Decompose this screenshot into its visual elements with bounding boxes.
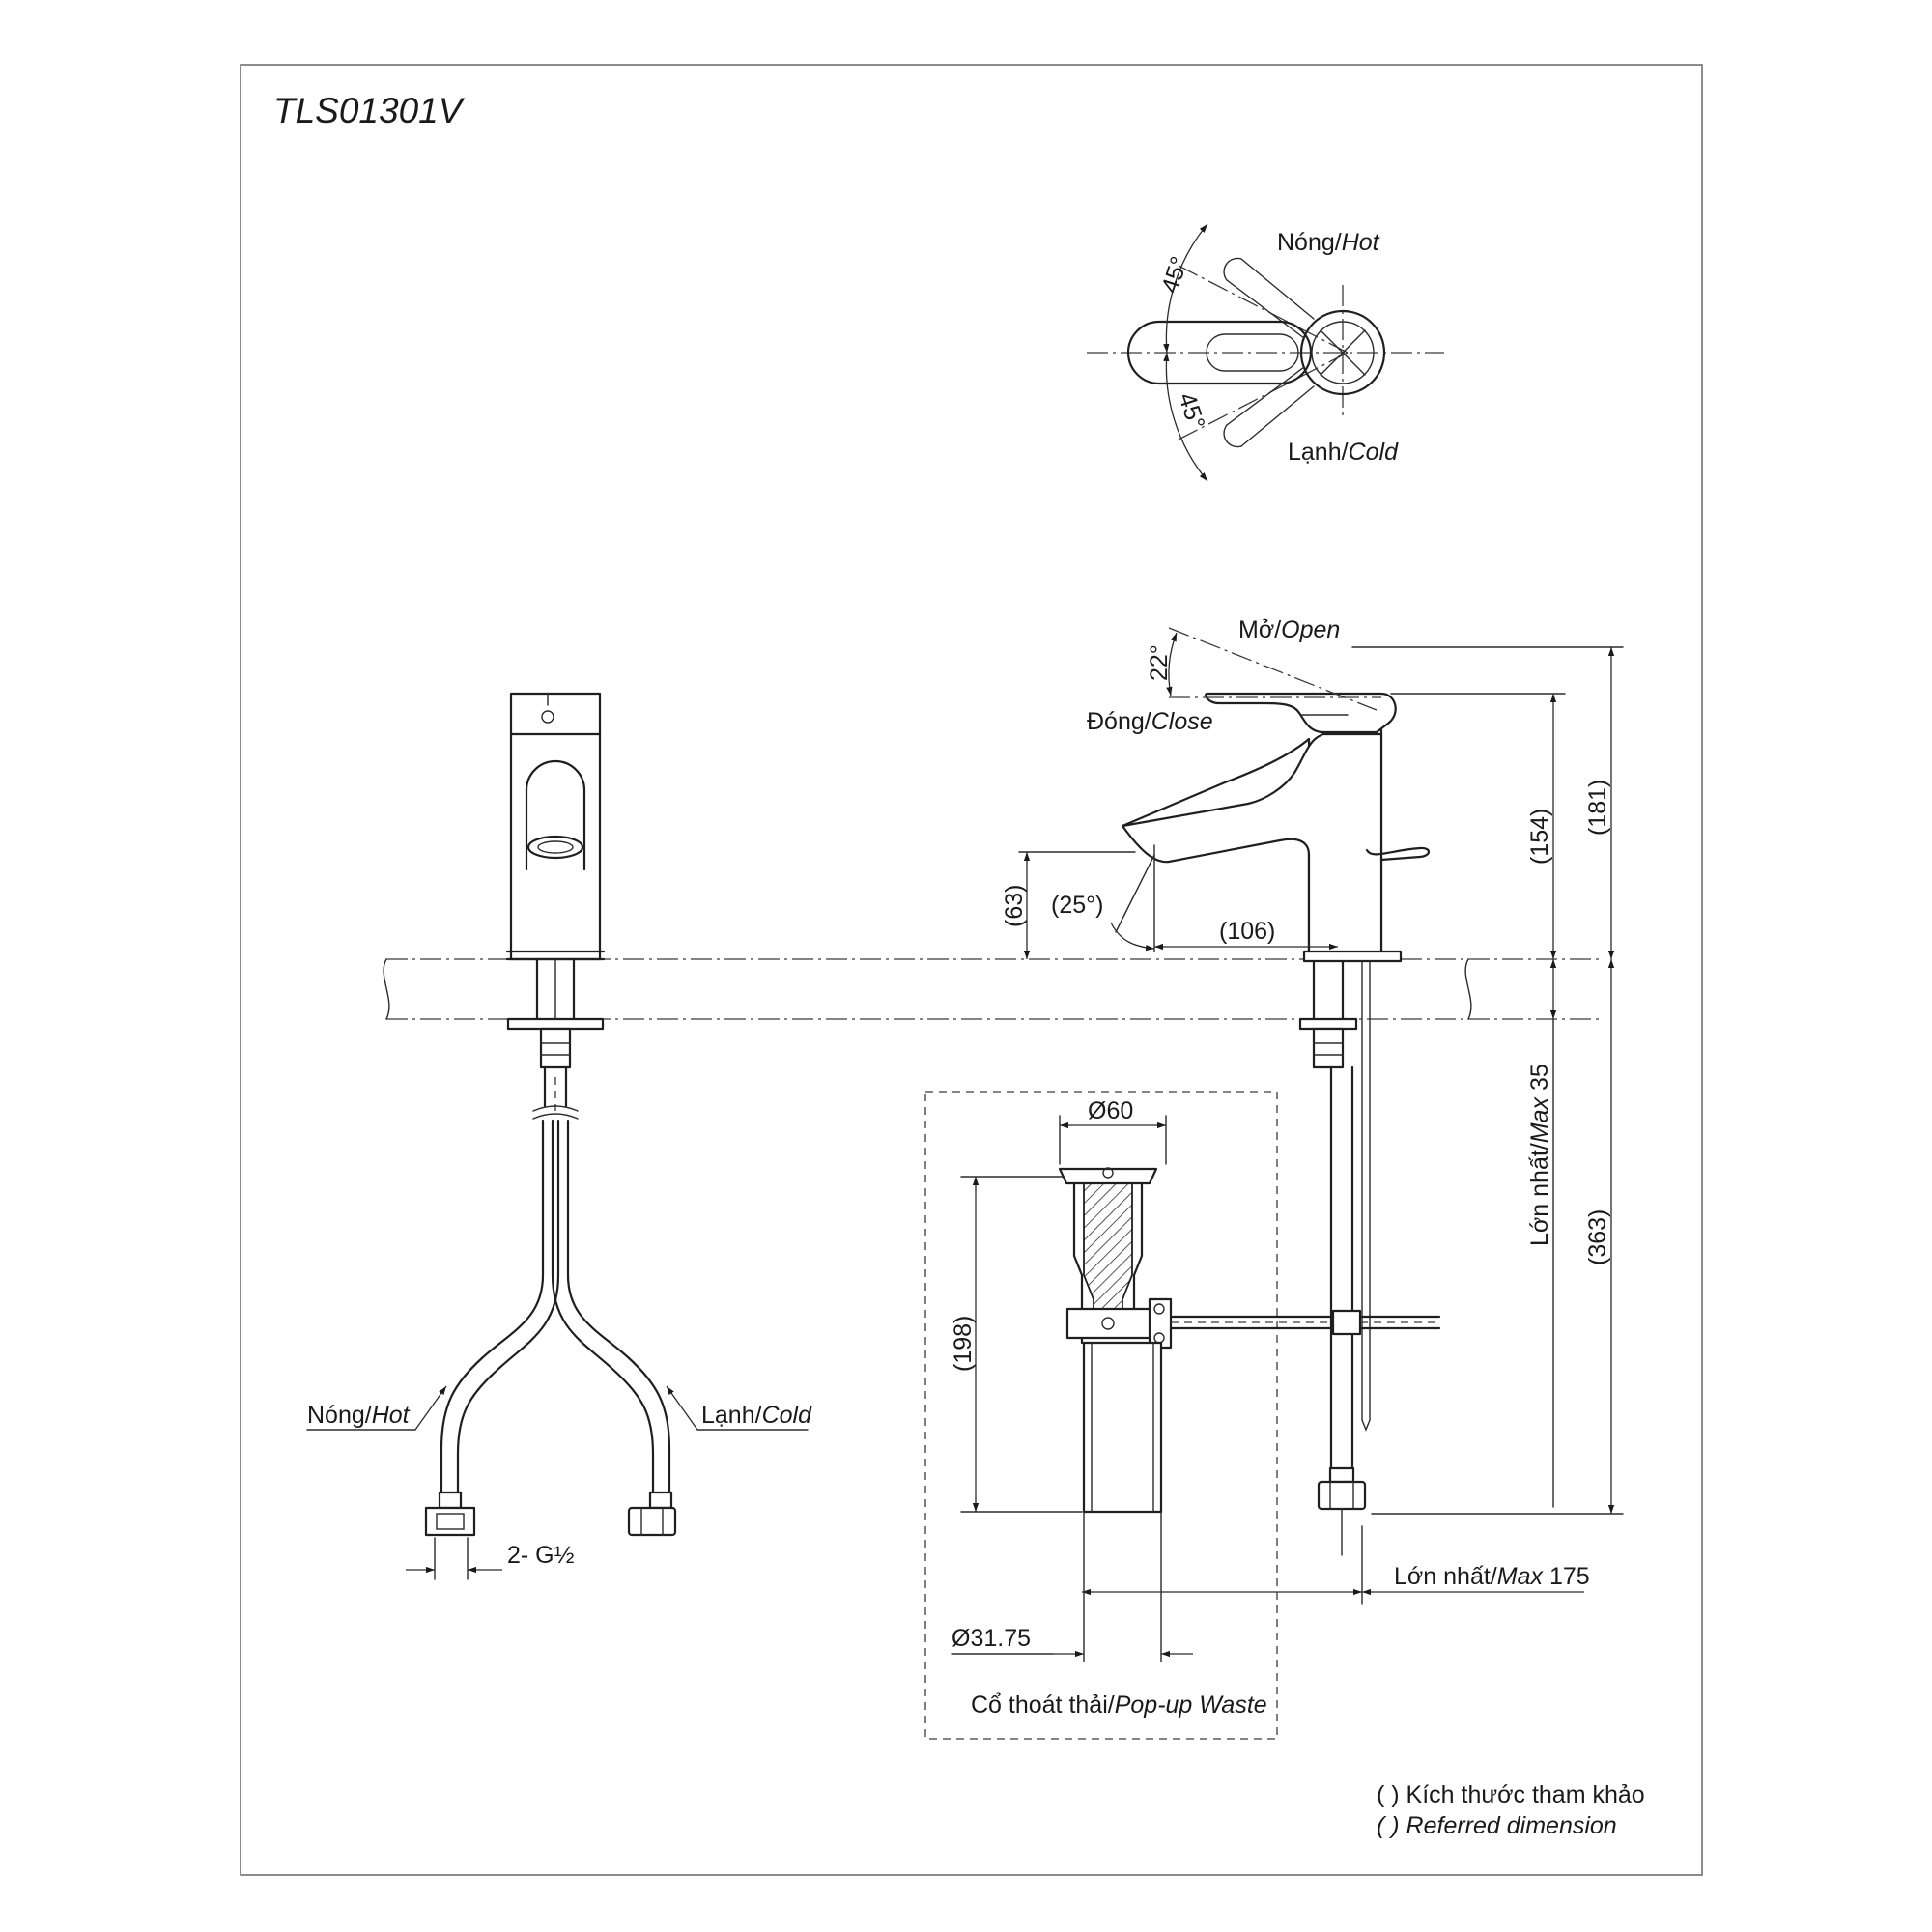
angle-open-label: 22°: [1146, 644, 1173, 681]
waste-label: Cổ thoát thải/Pop-up Waste: [971, 1691, 1267, 1719]
top-cold-label: Lạnh/Cold: [1288, 439, 1399, 466]
dim-max-175: Lớn nhất/Max 175: [1394, 1563, 1590, 1590]
dim-363: (363): [1584, 1209, 1611, 1265]
front-cold-label: Lạnh/Cold: [701, 1402, 812, 1429]
dim-63: (63): [1001, 885, 1028, 927]
top-hot-label: Nóng/Hot: [1277, 229, 1380, 256]
waste-box: [924, 1091, 1278, 1740]
note-vn: ( ) Kích thước tham khảo: [1377, 1781, 1645, 1808]
close-label: Đóng/Close: [1087, 708, 1213, 735]
drawing-frame: [240, 64, 1703, 1876]
note-en: ( ) Referred dimension: [1377, 1812, 1617, 1839]
dim-25-angle: (25°): [1051, 892, 1103, 919]
dim-154: (154): [1526, 809, 1553, 865]
dim-198: (198): [950, 1316, 977, 1372]
dim-181: (181): [1584, 780, 1611, 836]
angle-cold-label: 45°: [1173, 389, 1209, 433]
front-hot-label: Nóng/Hot: [307, 1402, 411, 1429]
countertop: [383, 958, 1604, 1020]
dim-max-35: Lớn nhất/Max 35: [1526, 1064, 1553, 1246]
front-view: 2- G½ Nóng/Hot Lạnh/Cold: [306, 692, 812, 1580]
side-view: 22° Mở/Open Đóng/Close (63) (25°) (106) …: [1001, 616, 1624, 1605]
dim-106: (106): [1219, 918, 1275, 945]
dim-diameter-60: Ø60: [1088, 1097, 1133, 1124]
angle-hot-label: 45°: [1156, 253, 1193, 297]
open-label: Mở/Open: [1238, 616, 1340, 643]
model-title: TLS01301V: [273, 91, 466, 130]
popup-waste: Ø60 (198) Ø31.75 Cổ thoát thải/Pop-up Wa…: [924, 1091, 1441, 1740]
dim-diameter-3175: Ø31.75: [952, 1625, 1031, 1652]
thread-label: 2- G½: [507, 1542, 575, 1569]
top-view: 45° 45° Nóng/Hot Lạnh/Cold: [1087, 223, 1444, 482]
